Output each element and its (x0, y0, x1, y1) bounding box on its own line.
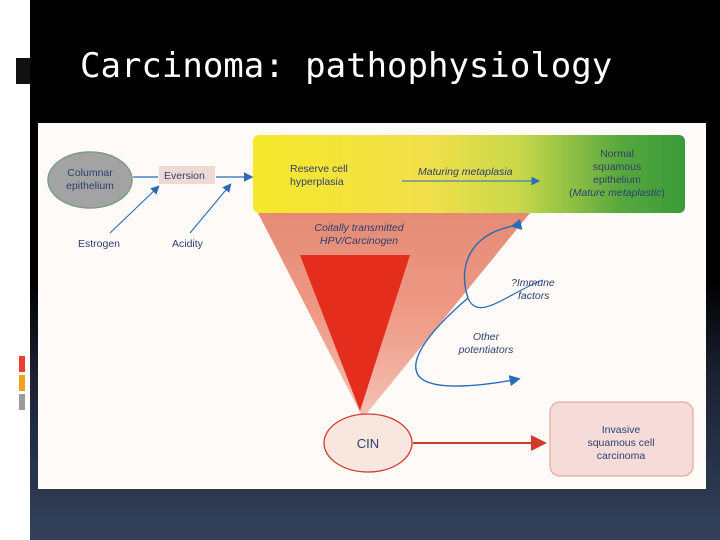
immune-curve-branch (467, 279, 544, 309)
reserve-label-1: Reserve cell (290, 163, 348, 175)
invasive-label-2: squamous cell (587, 437, 654, 449)
invasive-carcinoma-box (549, 401, 694, 477)
cin-node (323, 413, 413, 473)
eversion-box (159, 166, 215, 184)
decor-bar-gray (19, 394, 25, 410)
metaplasia-band (253, 135, 685, 213)
eversion-label: Eversion (164, 170, 205, 182)
immune-label-1: ?Immune (511, 277, 555, 289)
invasive-label-3: carcinoma (597, 450, 646, 462)
immune-label-2: factors (518, 290, 550, 302)
coitally-label-1: Coitally transmitted (314, 222, 404, 234)
corner-decor-mark (16, 58, 30, 84)
coitally-label-2: HPV/Carcinogen (320, 235, 398, 247)
reserve-label-2: hyperplasia (290, 176, 344, 188)
columnar-epithelium-node (47, 151, 133, 209)
cin-label: CIN (357, 436, 379, 451)
pathophysiology-diagram: Columnar epithelium Eversion Estrogen Ac… (38, 123, 706, 489)
diagram-canvas: Columnar epithelium Eversion Estrogen Ac… (47, 135, 694, 477)
maturing-metaplasia-label: Maturing metaplasia (418, 166, 513, 178)
decor-bar-red (19, 356, 25, 372)
columnar-label-1: Columnar (67, 167, 113, 179)
mature-metaplastic-label: (Mature metaplastic) (569, 187, 665, 199)
immune-curve-top (463, 218, 523, 299)
acidity-label: Acidity (172, 238, 204, 250)
arrow-estrogen (109, 185, 160, 234)
arrow-acidity (189, 183, 232, 234)
funnel-core (300, 255, 410, 411)
invasive-label-1: Invasive (602, 424, 641, 436)
decor-bar-orange (19, 375, 25, 391)
potentiators-label-1: Other (473, 331, 500, 343)
slide-title: Carcinoma: pathophysiology (80, 46, 613, 86)
left-decor-strip (0, 0, 30, 540)
normal-label-2: squamous (593, 161, 641, 173)
potentiators-label-2: potentiators (458, 344, 515, 356)
potentiators-curve (415, 297, 521, 387)
estrogen-label: Estrogen (78, 238, 120, 250)
normal-label-1: Normal (600, 148, 634, 160)
normal-label-3: epithelium (593, 174, 641, 186)
columnar-label-2: epithelium (66, 180, 114, 192)
